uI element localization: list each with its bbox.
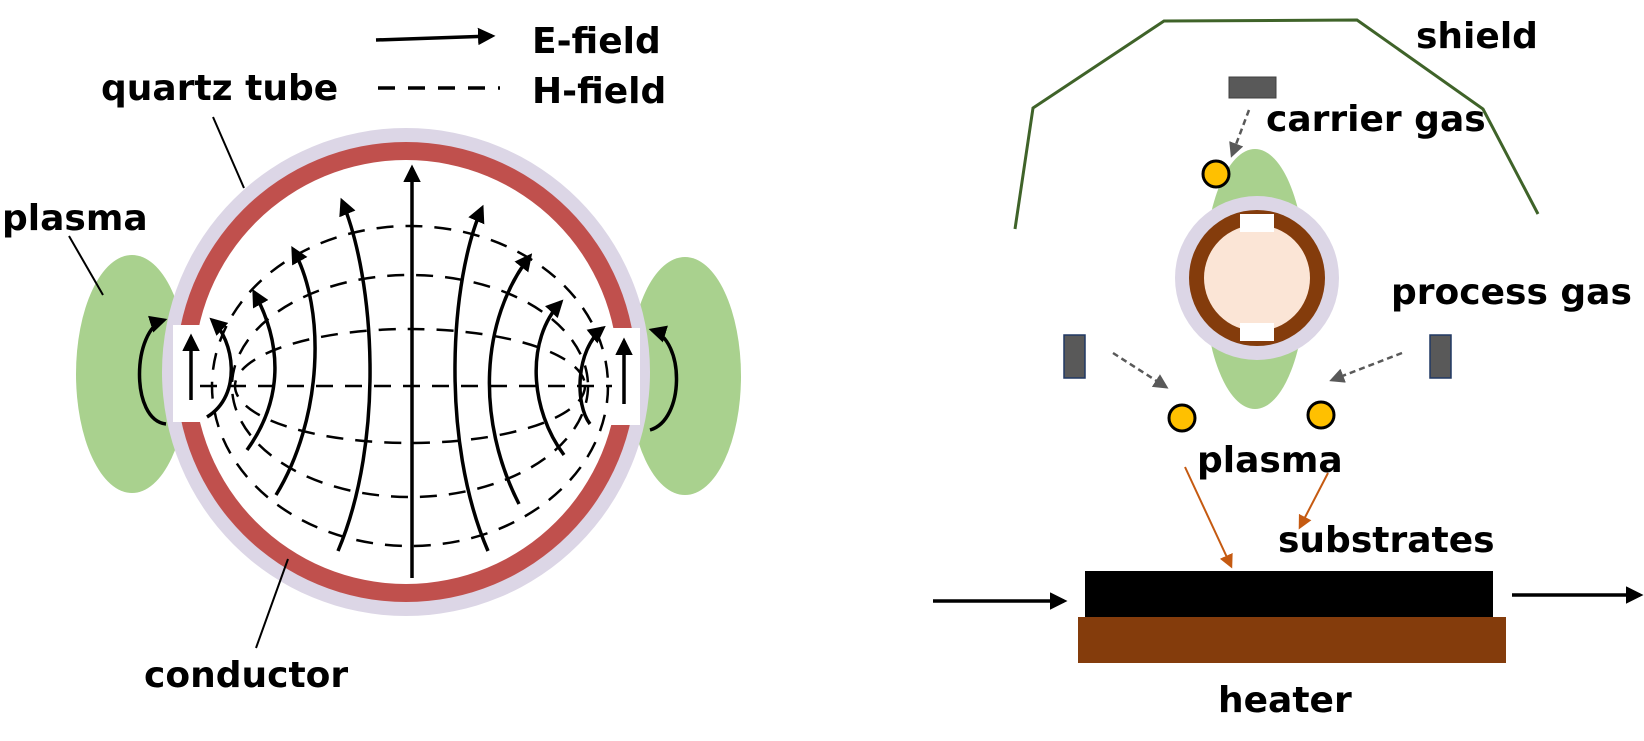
e-field-lines	[137, 164, 679, 578]
plasma-particle-left	[1167, 403, 1197, 433]
shield-label: shield	[1416, 16, 1538, 57]
process-gas-inlet-right	[1429, 334, 1452, 379]
e-field-arrow-2	[453, 204, 490, 552]
deposition-arrow-to-substrate	[1184, 466, 1233, 569]
process-gas-inlet-left	[1063, 334, 1086, 379]
e-field-legend-arrow	[375, 27, 496, 46]
right-diagram: shield carrier gas process gas plasma su…	[933, 16, 1644, 721]
e-field-plasma-loop-left	[137, 315, 168, 426]
shield-outline	[1013, 18, 1540, 230]
left-diagram: E-field H-field	[2, 21, 741, 696]
e-field-plasma-loop-right	[648, 325, 679, 432]
e-field-arrow-8	[578, 325, 606, 426]
substrates-label: substrates	[1278, 520, 1495, 561]
legend: E-field H-field	[375, 21, 666, 112]
heater-label: heater	[1218, 680, 1352, 721]
tube-interior	[194, 160, 618, 584]
plasma-label-left: plasma	[2, 198, 148, 239]
e-field-arrow-7	[206, 317, 233, 419]
e-field-arrow-6	[534, 299, 566, 457]
e-field-arrow-1	[336, 197, 372, 552]
carrier-gas-arrow	[1229, 109, 1251, 158]
plasma-leader-left	[68, 235, 104, 296]
quartz-tube-leader	[212, 116, 245, 189]
conductor-gap-top	[1240, 214, 1274, 232]
h-field-label: H-field	[532, 71, 666, 112]
substrate	[1085, 571, 1493, 619]
quartz-tube-label: quartz tube	[101, 68, 338, 109]
e-field-label: E-field	[532, 21, 661, 62]
process-gas-arrow-left	[1112, 351, 1169, 389]
e-field-arrow-4	[487, 253, 533, 505]
h-field-lines	[200, 224, 612, 548]
plasma-label-right: plasma	[1197, 440, 1343, 481]
process-gas-arrow-right	[1329, 351, 1403, 383]
process-gas-label: process gas	[1391, 272, 1632, 313]
tube-core-small	[1204, 225, 1310, 331]
plasma-left-blob	[76, 255, 188, 493]
carrier-gas-label: carrier gas	[1266, 99, 1486, 140]
conductor-gap-bottom	[1240, 323, 1274, 341]
carrier-gas-particle	[1201, 159, 1231, 189]
heater	[1078, 617, 1506, 663]
plasma-particle-right	[1306, 400, 1336, 430]
carrier-gas-inlet	[1228, 76, 1277, 99]
e-field-arrow-3	[274, 245, 317, 496]
deposition-arrow-to-label	[1298, 472, 1329, 530]
conductor-gap-left	[173, 325, 205, 422]
conductor-leader	[255, 558, 289, 649]
conductor-label: conductor	[144, 655, 348, 696]
e-field-arrow-5	[245, 288, 277, 452]
plasma-right-blob	[629, 257, 741, 495]
